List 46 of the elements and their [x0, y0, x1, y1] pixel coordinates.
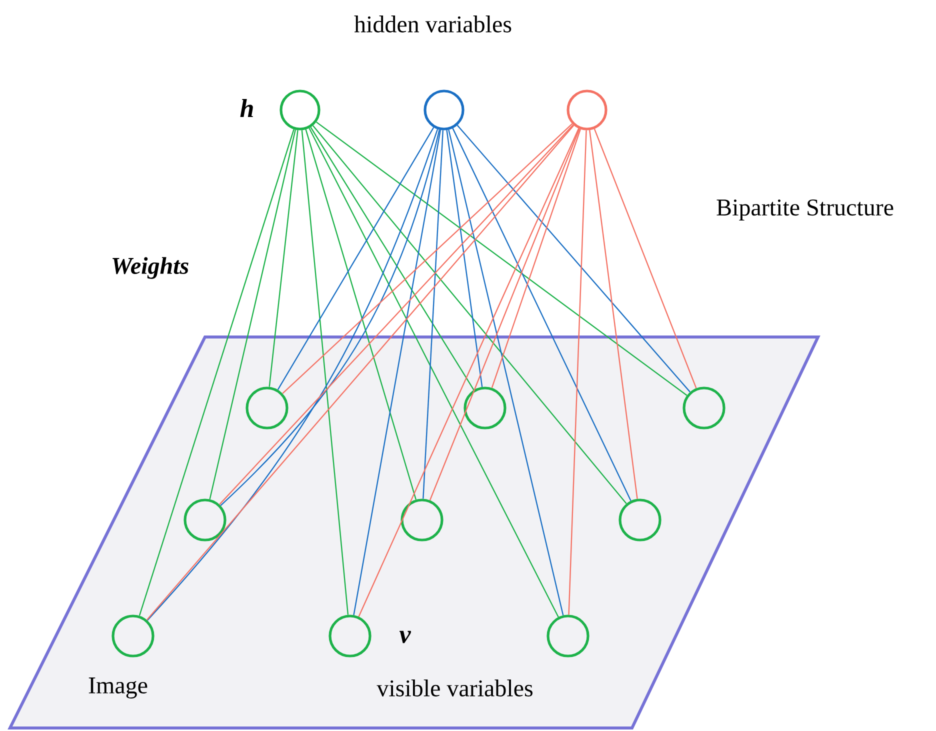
- variable-circle: [246, 386, 288, 430]
- connection-line: [353, 130, 442, 616]
- connection-line: [138, 129, 294, 616]
- plane-label: visible variables: [376, 680, 532, 696]
- variable-circle: [546, 614, 590, 658]
- connection-line: [219, 124, 574, 505]
- variable-circle: [112, 614, 154, 658]
- connection-line: [310, 126, 474, 390]
- variable-circle: [618, 498, 662, 542]
- variable-circle: [464, 386, 506, 430]
- plane-label: Image: [88, 678, 148, 698]
- connection-line: [220, 130, 440, 506]
- variable-symbol: h: [240, 98, 253, 118]
- connection-line: [422, 130, 444, 499]
- connection-line: [282, 123, 573, 394]
- variable-circle: [424, 90, 464, 130]
- connection-line: [456, 124, 690, 392]
- variable-circle: [184, 498, 226, 542]
- connection-line: [491, 129, 581, 388]
- variable-symbol: v: [399, 630, 411, 644]
- text-label: hidden variables: [354, 16, 512, 32]
- variable-circle: [566, 90, 608, 130]
- connection-line: [594, 128, 697, 388]
- connection-line: [316, 122, 688, 396]
- connection-line: [146, 129, 438, 621]
- connection-line: [305, 129, 417, 500]
- connection-line: [146, 124, 574, 620]
- text-label: Weights: [112, 257, 188, 279]
- variable-circle: [682, 386, 726, 430]
- connection-line: [358, 128, 580, 617]
- connection-line: [308, 128, 559, 618]
- text-label: Bipartite Structure: [716, 200, 894, 220]
- connection-line: [446, 130, 483, 387]
- connection-line: [209, 130, 296, 500]
- variable-circle: [328, 614, 372, 658]
- connection-line: [429, 128, 580, 500]
- connection-line: [589, 130, 638, 499]
- connection-line: [312, 125, 627, 504]
- connection-line: [568, 130, 587, 615]
- connection-line: [448, 130, 564, 616]
- connection-line: [301, 130, 349, 615]
- connection-line: [452, 128, 632, 502]
- variable-circle: [400, 498, 444, 542]
- variable-circle: [280, 90, 320, 130]
- connection-line: [268, 130, 298, 387]
- connection-line: [277, 127, 434, 390]
